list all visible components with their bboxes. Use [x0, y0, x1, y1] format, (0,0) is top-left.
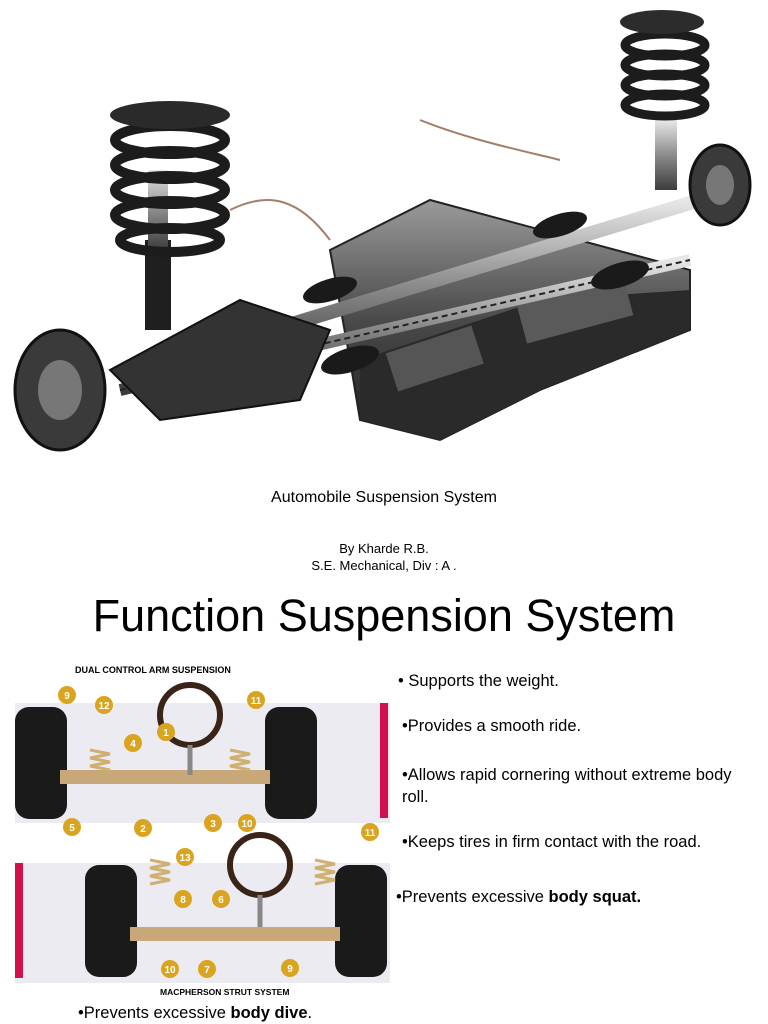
slide-title: Function Suspension System [92, 590, 676, 641]
callout-bottom-5: 10 [164, 965, 176, 976]
bullet-text: Supports the weight. [408, 672, 559, 690]
bullet-suffix: . [307, 1004, 313, 1022]
author-block: By Kharde R.B. S.E. Mechanical, Div : A … [0, 540, 768, 574]
suspension-assembly-image [13, 10, 752, 452]
diagram-bottom-label: MACPHERSON STRUT SYSTEM [160, 987, 289, 997]
callout-top-3: 4 [130, 739, 136, 750]
author-name: By Kharde R.B. [339, 541, 429, 556]
bullet-emphasis: body dive [230, 1004, 308, 1022]
tire-bottom-left [85, 865, 137, 977]
accent-bar-top [380, 703, 388, 818]
bullet-body-dive: •Prevents excessive body dive. [78, 1004, 313, 1022]
bullet-emphasis: body squat. [548, 888, 642, 906]
bullet-supports-weight: • Supports the weight. [398, 672, 559, 690]
bullet-smooth-ride: •Provides a smooth ride. [402, 717, 582, 735]
tire-top-left [15, 707, 67, 819]
bullet-text: Prevents excessive [83, 1004, 231, 1022]
author-class: S.E. Mechanical, Div : A . [311, 558, 457, 573]
callout-top-5: 11 [251, 696, 262, 707]
callout-bottom-6: 7 [204, 965, 210, 976]
bullet-text: Provides a smooth ride. [407, 717, 582, 735]
tire-bottom-right [335, 865, 387, 977]
callout-bottom-7: 9 [287, 964, 293, 975]
accent-bar-bottom [15, 863, 23, 978]
callout-bottom-1: 13 [179, 853, 191, 864]
bullet-text: Keeps tires in firm contact with the roa… [407, 833, 702, 851]
callout-top-2: 12 [98, 701, 110, 712]
diagram-top-label: DUAL CONTROL ARM SUSPENSION [75, 665, 231, 675]
callout-bottom-3: 8 [180, 895, 186, 906]
callout-top-4: 1 [163, 728, 169, 739]
callout-bottom-4: 6 [218, 895, 224, 906]
callout-top-6: 5 [69, 823, 75, 834]
bullet-rapid-cornering: •Allows rapid cornering without extreme … [402, 766, 732, 806]
bullet-text: Allows rapid cornering without extreme b… [402, 766, 732, 806]
subtitle: Automobile Suspension System [271, 489, 497, 506]
callout-bottom-2: 11 [365, 828, 376, 839]
suspension-diagram: DUAL CONTROL ARM SUSPENSION MACPHERSON S… [15, 665, 390, 997]
bullet-tire-contact: •Keeps tires in firm contact with the ro… [402, 833, 702, 851]
callout-top-1: 9 [64, 691, 70, 702]
callout-top-9: 10 [241, 819, 253, 830]
bullet-body-squat: •Prevents excessive body squat. [396, 888, 642, 906]
callout-top-7: 2 [140, 824, 146, 835]
bullet-text: Prevents excessive [401, 888, 549, 906]
callout-top-8: 3 [210, 819, 216, 830]
tire-top-right [265, 707, 317, 819]
